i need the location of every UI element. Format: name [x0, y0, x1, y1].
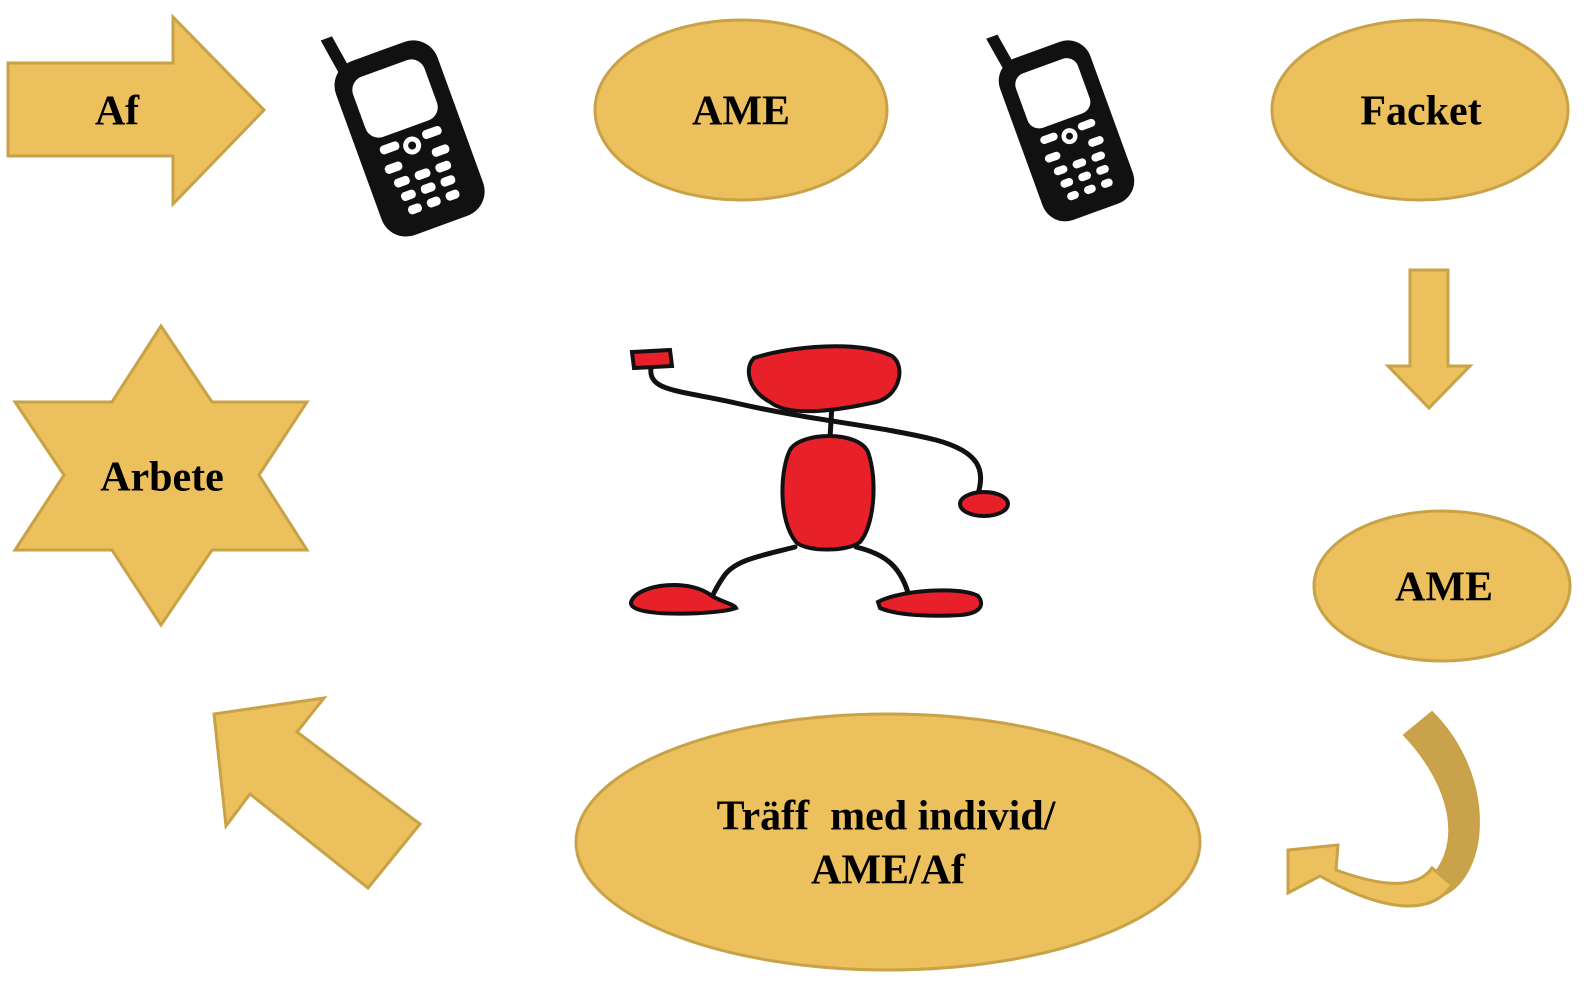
figure-right-foot: [875, 588, 984, 618]
facket-label: Facket: [1360, 89, 1481, 135]
ame-right-label: AME: [1395, 565, 1493, 611]
arbete-node: Arbete: [12, 323, 310, 628]
curved-arrow-icon: [1286, 710, 1480, 908]
mobile-phone-icon: [320, 36, 485, 237]
ame-top-node: AME: [593, 18, 889, 202]
traff-node: Träff med individ/ AME/Af: [574, 712, 1202, 972]
af-arrow-node: Af: [6, 13, 267, 208]
ame-top-label: AME: [692, 89, 790, 135]
af-label: Af: [95, 89, 140, 135]
af-arrow-shape: [6, 13, 267, 208]
facket-ellipse: [1270, 18, 1570, 202]
arbete-star: [12, 323, 310, 628]
curved-arrow-front: [1286, 843, 1454, 908]
figure-torso: [780, 434, 876, 552]
figure-right-hand: [958, 490, 1010, 518]
figure-left-hand: [629, 347, 675, 371]
figure-head: [746, 344, 902, 414]
phone-keypad: [379, 125, 460, 215]
arbete-label: Arbete: [100, 455, 224, 501]
ame-top-ellipse: [593, 18, 889, 202]
traff-label-line1: Träff med individ/: [717, 794, 1057, 840]
phone-screen: [1015, 58, 1091, 129]
stick-figure-illustration: [629, 344, 1010, 618]
facket-node: Facket: [1270, 18, 1570, 202]
down-arrow-icon: [1384, 268, 1474, 411]
traff-label-line2: AME/Af: [811, 848, 966, 894]
up-left-arrow-icon: [212, 695, 423, 891]
ame-right-node: AME: [1312, 509, 1572, 663]
phone-screen: [352, 59, 438, 138]
curved-arrow-back: [1402, 710, 1480, 897]
phone-keypad: [1040, 118, 1113, 201]
figure-left-foot: [629, 583, 739, 616]
mobile-phone-icon: [986, 34, 1135, 222]
ame-right-ellipse: [1312, 509, 1572, 663]
traff-ellipse: [574, 712, 1202, 972]
